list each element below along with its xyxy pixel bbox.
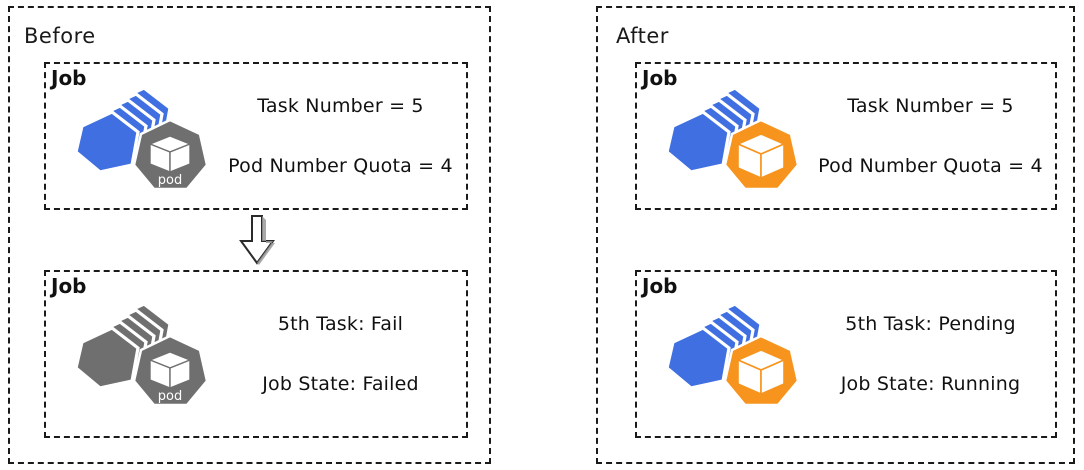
panel-title-after: After [616,24,669,48]
job-box-after-top: Job [635,62,1057,210]
info-line: Job State: Failed [262,373,419,395]
job-label: Job [642,66,678,90]
info-line: 5th Task: Pending [845,313,1016,335]
kubernetes-pod-stack-icon [665,84,815,204]
kubernetes-pod-stack-icon: pod [74,84,224,204]
job-info-lines: 5th Task: Pending Job State: Running [812,272,1049,436]
svg-text:pod: pod [158,389,182,404]
job-label: Job [51,274,87,298]
info-line: Job State: Running [840,373,1021,395]
panel-title-before: Before [24,24,96,48]
panel-after: After Job [596,6,1075,464]
kubernetes-pod-stack-icon [665,300,815,420]
down-arrow-icon [235,213,279,267]
kubernetes-pod-stack-icon: pod [74,300,224,420]
info-line: 5th Task: Fail [277,313,404,335]
panel-before: Before Job [8,6,491,464]
info-line: Pod Number Quota = 4 [228,155,453,177]
job-label: Job [51,66,87,90]
info-line: Task Number = 5 [257,95,424,117]
svg-text:pod: pod [158,173,182,188]
job-box-before-bottom: Job [44,270,468,438]
job-label: Job [642,274,678,298]
info-line: Pod Number Quota = 4 [818,155,1043,177]
job-info-lines: Task Number = 5 Pod Number Quota = 4 [221,64,460,208]
job-info-lines: 5th Task: Fail Job State: Failed [221,272,460,436]
job-info-lines: Task Number = 5 Pod Number Quota = 4 [812,64,1049,208]
job-box-before-top: Job [44,62,468,210]
info-line: Task Number = 5 [847,95,1014,117]
job-box-after-bottom: Job [635,270,1057,438]
